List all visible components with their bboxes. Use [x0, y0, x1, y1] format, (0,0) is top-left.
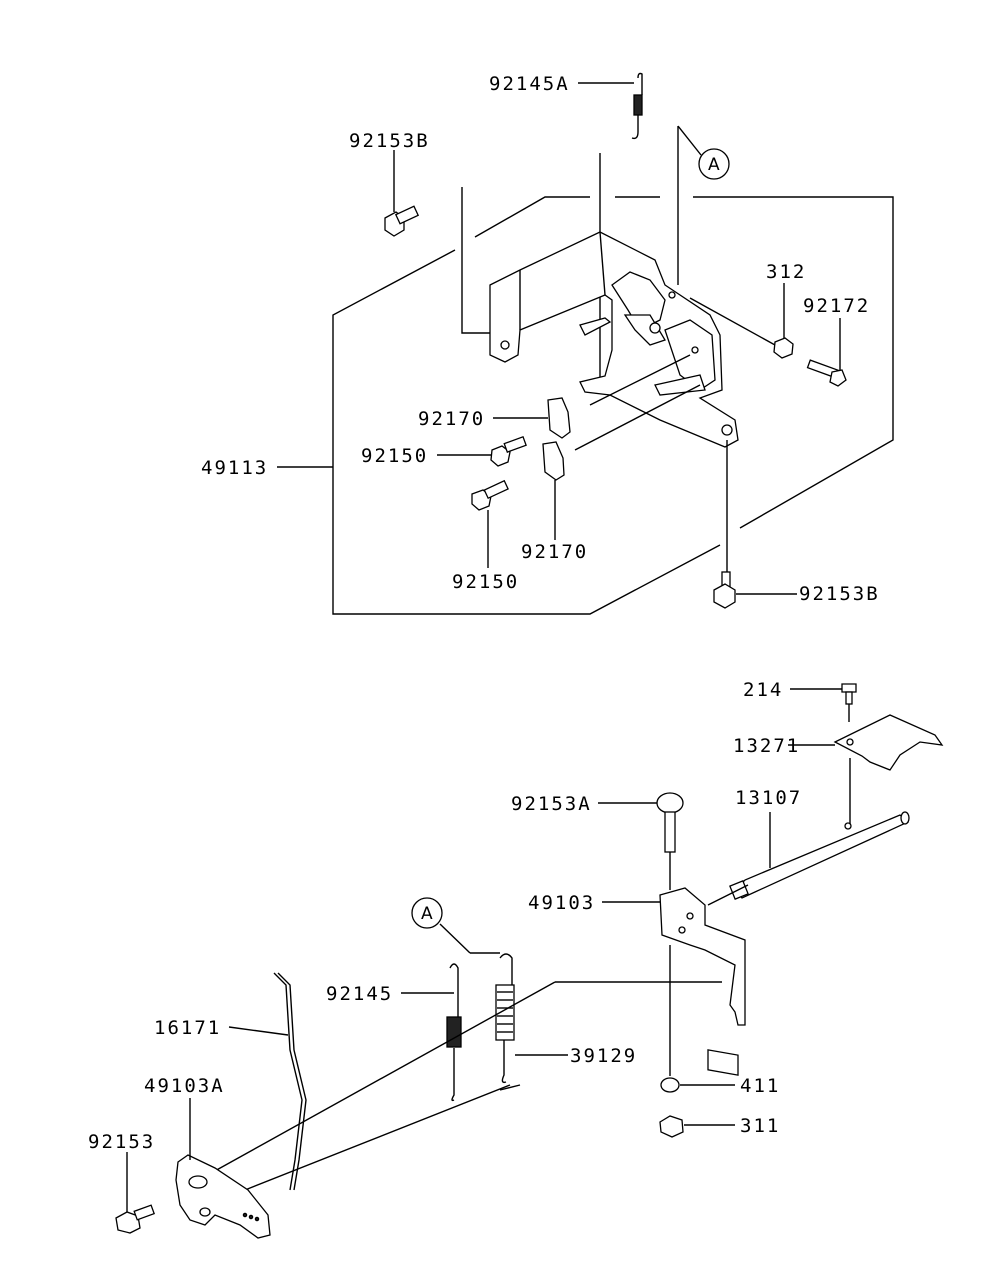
screw-92153B-top — [384, 150, 420, 237]
label-92145: 92145 — [326, 983, 393, 1005]
label-311: 311 — [740, 1115, 780, 1137]
spring-92145 — [401, 963, 462, 1102]
clip-92170-b — [542, 441, 565, 540]
lever-49103A — [175, 1098, 271, 1239]
screw-92153 — [115, 1152, 156, 1234]
ref-marker-a-bottom-label: A — [421, 904, 433, 924]
spring-92145A — [578, 72, 643, 140]
ref-marker-a-top — [677, 125, 730, 180]
label-92153: 92153 — [88, 1131, 155, 1153]
label-92170-b: 92170 — [521, 541, 588, 563]
rod-16171 — [228, 972, 307, 1191]
label-13271: 13271 — [733, 735, 800, 757]
lever-49103 — [602, 887, 746, 1076]
nut-311 — [659, 1115, 735, 1138]
label-92153A: 92153A — [511, 793, 592, 815]
label-92172: 92172 — [803, 295, 870, 317]
shaft-13107 — [707, 811, 910, 906]
label-92153B-top: 92153B — [349, 130, 430, 152]
label-49103A: 49103A — [144, 1075, 225, 1097]
label-92150-a: 92150 — [361, 445, 428, 467]
label-16171: 16171 — [154, 1017, 221, 1039]
label-13107: 13107 — [735, 787, 802, 809]
nut-312 — [689, 283, 794, 359]
spring-39129 — [495, 953, 568, 1084]
washer-411 — [660, 945, 735, 1093]
label-49113: 49113 — [201, 457, 268, 479]
label-39129: 39129 — [570, 1045, 637, 1067]
bolt-92150-a — [437, 435, 527, 467]
screw-92153B-bottom — [713, 440, 797, 609]
label-92153B-bottom: 92153B — [799, 583, 880, 605]
throttle-lever — [611, 271, 666, 331]
bracket-assembly-49113 — [332, 126, 894, 615]
clip-92170-a — [493, 397, 571, 439]
label-92145A: 92145A — [489, 73, 570, 95]
label-92170-a: 92170 — [418, 408, 485, 430]
label-214: 214 — [743, 679, 783, 701]
bolt-92153A — [598, 792, 684, 890]
label-49103: 49103 — [528, 892, 595, 914]
bolt-92150-b — [471, 479, 509, 568]
ref-marker-a-top-label: A — [708, 155, 720, 175]
label-411: 411 — [740, 1075, 780, 1097]
ref-marker-a-bottom — [411, 897, 500, 954]
screw-214 — [790, 683, 857, 722]
plate-13271 — [788, 714, 944, 825]
bolt-92172 — [806, 318, 847, 387]
label-312: 312 — [766, 261, 806, 283]
label-92150-b: 92150 — [452, 571, 519, 593]
